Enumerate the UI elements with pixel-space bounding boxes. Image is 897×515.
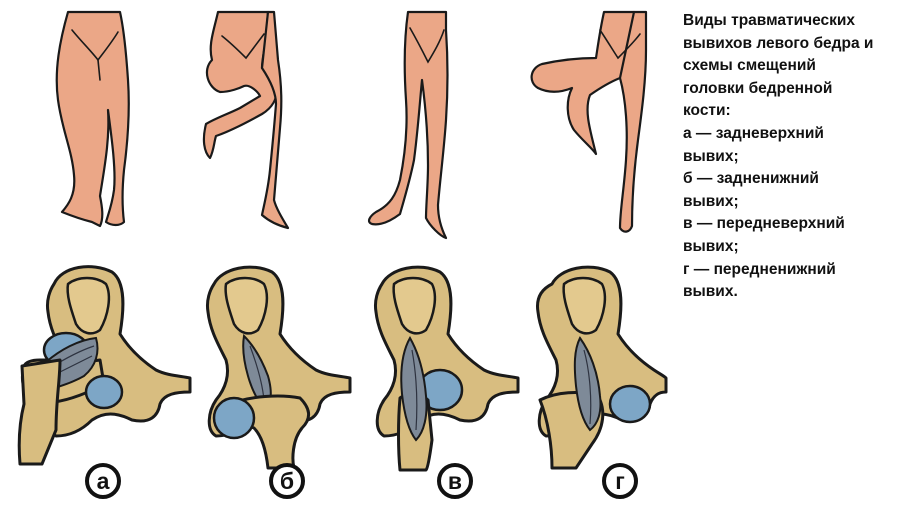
caption-line: в — передневерхний [683,215,845,233]
hip-scheme-v [374,265,520,472]
label-badge-v: в [437,463,473,499]
legs-figure-b [202,10,290,230]
label-g-text: г [615,468,625,494]
label-b-text: б [280,468,294,494]
caption-line: г — передненижний [683,260,836,278]
caption-line: вывихов левого бедра и [683,34,874,52]
dislocation-illustration: а б в г [17,10,668,499]
figure-caption: Виды травматических вывихов левого бедра… [683,10,888,304]
legs-figure-g [530,10,648,233]
label-badge-g: г [602,463,638,499]
caption-line: б — задненижний [683,170,819,188]
label-a-text: а [97,468,110,494]
caption-line: Виды травматических [683,12,856,29]
caption-line: вывих. [683,283,738,301]
legs-figure-v [367,10,449,240]
hip-scheme-b [206,265,352,470]
caption-line: вывих; [683,192,739,210]
hip-scheme-a [17,265,192,466]
label-v-text: в [448,468,462,494]
label-badge-a: а [85,463,121,499]
legs-figure-a [55,10,130,228]
caption-line: вывих; [683,147,739,165]
hip-scheme-g [536,265,668,470]
caption-line: а — задневерхний [683,124,824,142]
caption-line: схемы смещений [683,57,816,75]
caption-line: кости: [683,102,731,120]
caption-line: вывих; [683,237,739,255]
caption-line: головки бедренной [683,79,833,97]
label-badge-b: б [269,463,305,499]
